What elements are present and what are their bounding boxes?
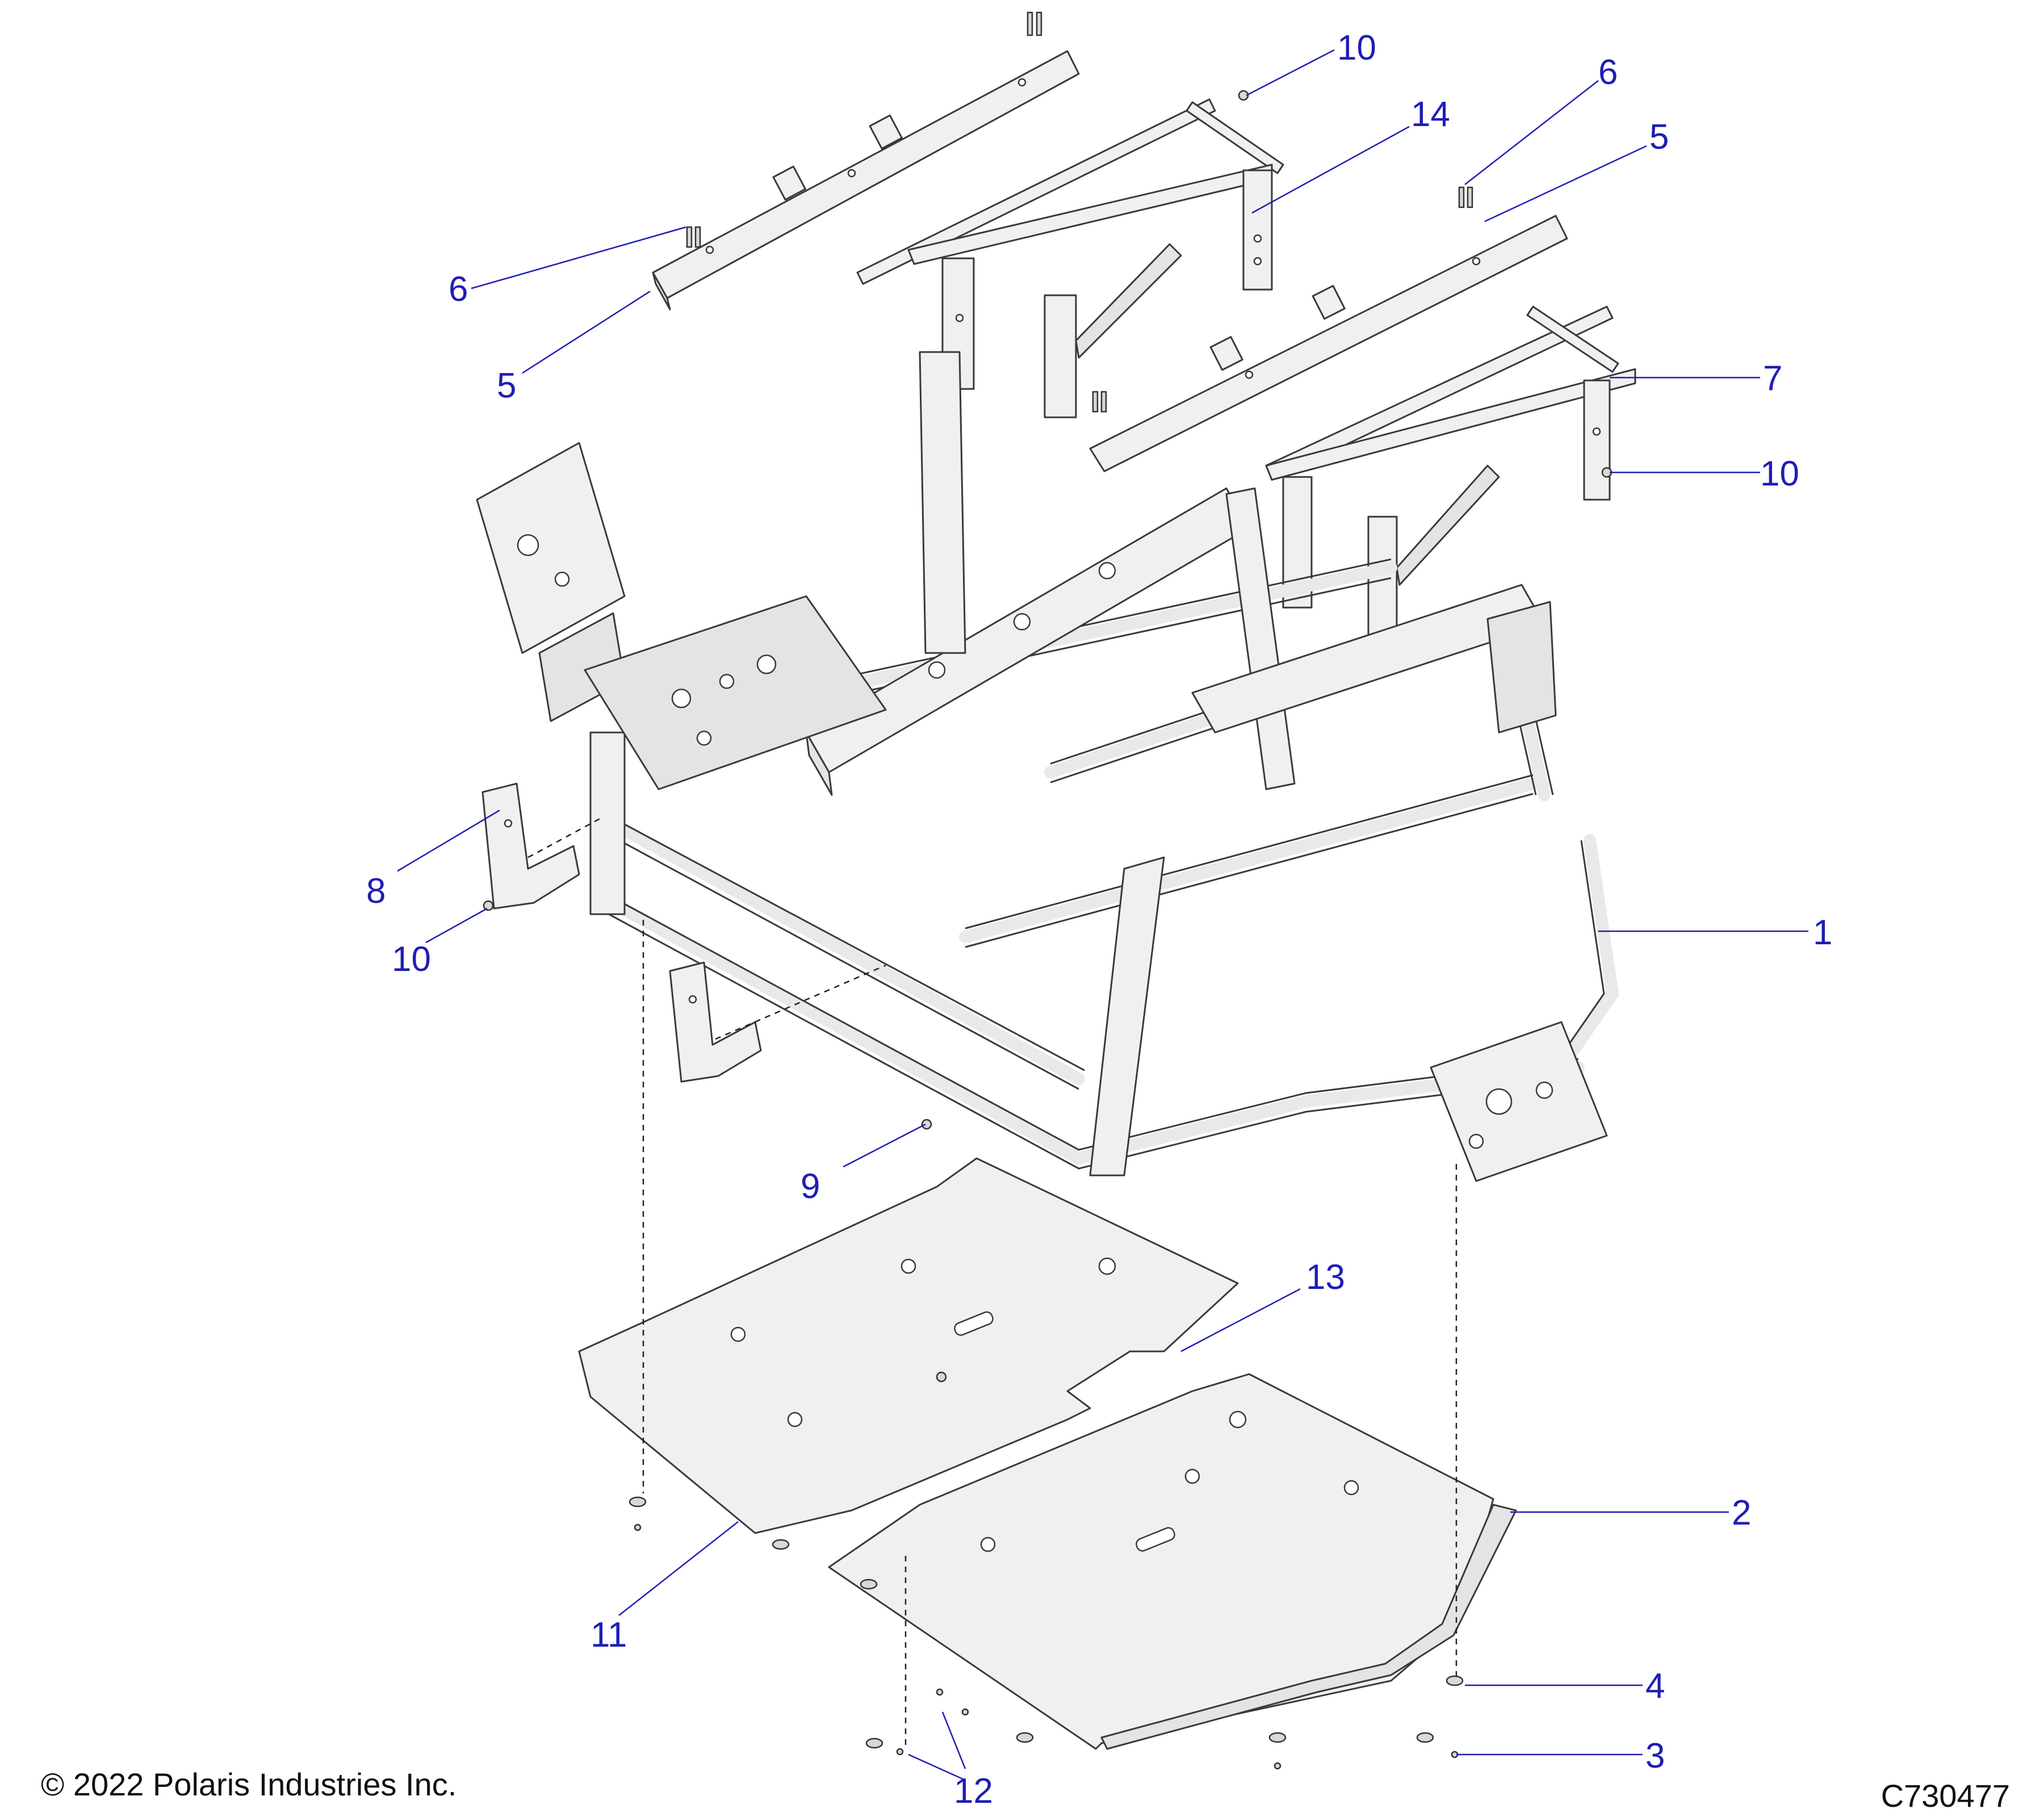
callout-10-left: 10	[392, 940, 431, 979]
callout-10-right: 10	[1760, 454, 1799, 493]
alignment-line-bracket-top	[527, 817, 602, 859]
callout-12: 12	[954, 1772, 993, 1811]
callout-11: 11	[590, 1615, 627, 1655]
upper-cross-bar-right	[1089, 215, 1568, 472]
upper-cross-bar-left	[652, 50, 1080, 311]
mount-bracket	[481, 782, 762, 1083]
callout-14: 14	[1411, 95, 1450, 134]
callout-5-right: 5	[1649, 118, 1669, 157]
seat-support-frame-lower	[1265, 305, 1636, 654]
callout-7: 7	[1763, 359, 1782, 398]
callout-3: 3	[1645, 1736, 1665, 1776]
fastener-group	[483, 11, 1612, 1770]
callout-6-right: 6	[1598, 53, 1618, 92]
main-chassis-frame	[476, 351, 1619, 1182]
callout-labels: 1 2 3 4 5 5 6 6 7 8 9 10 10 10 11 12 13 …	[366, 28, 1832, 1811]
callout-1: 1	[1813, 913, 1832, 952]
drawing-id: C730477	[1881, 1778, 2010, 1814]
floor-panel-front	[578, 1157, 1239, 1534]
callout-8: 8	[366, 872, 386, 911]
seat-support-frame-upper	[856, 98, 1284, 418]
callout-2: 2	[1732, 1493, 1751, 1533]
copyright-notice: © 2022 Polaris Industries Inc.	[41, 1766, 456, 1802]
leader-lines	[397, 49, 1808, 1781]
callout-6-left: 6	[449, 270, 468, 309]
callout-4: 4	[1645, 1667, 1665, 1706]
alignment-line-bracket-bottom	[715, 964, 886, 1040]
side-skid-plate	[1100, 1504, 1517, 1750]
callout-13: 13	[1306, 1258, 1345, 1297]
callout-5-left: 5	[497, 366, 516, 405]
callout-9: 9	[801, 1167, 820, 1206]
floor-panel-rear	[828, 1373, 1494, 1750]
callout-10-top: 10	[1337, 28, 1376, 68]
